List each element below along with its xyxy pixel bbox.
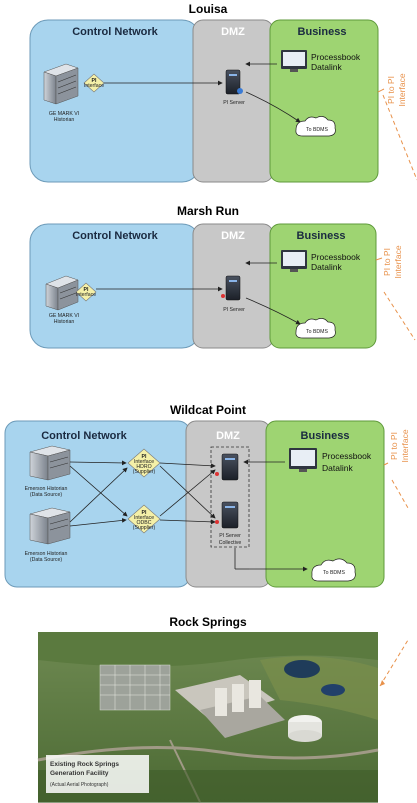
pi-server-label: PI Server <box>223 307 245 313</box>
business-zone <box>269 19 379 183</box>
processbook-label: Processbook <box>311 52 361 62</box>
svg-text:Interface: Interface <box>134 515 154 521</box>
historian-label: Historian <box>54 117 75 123</box>
business-label: Business <box>301 430 350 442</box>
svg-text:PI: PI <box>142 510 147 516</box>
svg-text:(Supplier): (Supplier) <box>133 469 156 475</box>
svg-text:ODBC: ODBC <box>137 520 152 526</box>
pi-interface-odbc-badge: PI Interface ODBC (Supplier) <box>127 504 161 534</box>
svg-text:HDRO: HDRO <box>136 464 151 470</box>
processbook-label: Processbook <box>322 451 372 461</box>
dmz-label: DMZ <box>221 26 245 38</box>
section-title: Rock Springs <box>169 615 247 629</box>
historian-rack-icon <box>45 275 79 311</box>
connector-arrow <box>159 469 216 517</box>
svg-text:(Supplier): (Supplier) <box>133 525 156 531</box>
section-wildcat-point: Wildcat Point Control Network DMZ Busine… <box>4 403 385 588</box>
datalink-label: Datalink <box>311 262 342 272</box>
monitor-icon <box>289 448 317 472</box>
pi-interface-hdro-badge: PI Interface HDRO (Supplier) <box>127 448 161 478</box>
photo-caption: (Actual Aerial Photograph) <box>50 782 109 788</box>
connector-arrow <box>69 465 128 517</box>
connector-arrow <box>69 467 128 523</box>
svg-text:PI: PI <box>84 287 89 293</box>
photo-caption: Generation Facility <box>50 770 109 777</box>
business-label: Business <box>297 230 346 242</box>
svg-text:PI to PI: PI to PI <box>389 432 399 460</box>
cloud-label: To BDMS <box>306 127 328 133</box>
pi-server-collective-box <box>210 446 250 548</box>
section-louisa: Louisa Control Network DMZ Business PI I… <box>29 2 379 183</box>
photo-caption-box <box>46 755 149 793</box>
svg-text:PI to PI: PI to PI <box>382 248 392 276</box>
section-title: Louisa <box>189 2 228 16</box>
svg-text:Interface: Interface <box>84 83 104 89</box>
svg-text:Interface: Interface <box>393 245 403 278</box>
datalink-label: Datalink <box>322 463 353 473</box>
dmz-label: DMZ <box>221 230 245 242</box>
dmz-label: DMZ <box>216 430 240 442</box>
cloud-icon <box>311 558 356 582</box>
pi-interface-badge: PI Interface <box>75 282 97 302</box>
svg-text:Interface: Interface <box>76 292 96 298</box>
svg-text:Interface: Interface <box>400 429 410 462</box>
connector-arrow <box>159 465 216 519</box>
historian-rack-icon <box>29 507 71 545</box>
section-title: Wildcat Point <box>170 403 246 417</box>
pi-to-pi-link-2: PI to PI Interface <box>375 245 416 341</box>
pi-to-pi-link-1: PI to PI Interface <box>377 73 417 181</box>
section-marsh-run: Marsh Run Control Network DMZ Business P… <box>29 204 377 349</box>
pi-to-pi-link-4 <box>379 639 409 687</box>
cloud-label: To BDMS <box>306 329 328 335</box>
business-label: Business <box>298 26 347 38</box>
connector-arrow <box>245 91 301 123</box>
historian-label: (Data Source) <box>30 557 63 563</box>
historian-label: Emerson Historian <box>25 551 68 557</box>
historian-label: (Data Source) <box>30 492 63 498</box>
pi-server-icon <box>225 69 243 95</box>
connector-arrow <box>159 519 216 525</box>
monitor-icon <box>281 50 307 72</box>
cloud-icon <box>295 318 336 339</box>
svg-text:Interface: Interface <box>134 459 154 465</box>
historian-rack-icon <box>29 445 71 481</box>
processbook-label: Processbook <box>311 252 361 262</box>
cloud-label: To BDMS <box>323 570 345 576</box>
aerial-photograph <box>37 632 379 803</box>
historian-label: GE MARK VI <box>49 111 79 117</box>
historian-label: GE MARK VI <box>49 313 79 319</box>
pi-server-label: Collective <box>219 540 242 546</box>
pi-to-pi-link-3: PI to PI Interface <box>383 429 410 509</box>
control-network-label: Control Network <box>72 26 158 38</box>
pi-server-icon <box>221 275 241 301</box>
connector-arrow <box>69 460 127 466</box>
control-network-label: Control Network <box>41 430 127 442</box>
connector-arrow <box>159 462 216 469</box>
datalink-label: Datalink <box>311 62 342 72</box>
cloud-icon <box>295 116 336 137</box>
section-title: Marsh Run <box>177 204 239 218</box>
control-network-label: Control Network <box>72 230 158 242</box>
historian-rack-icon <box>43 63 79 105</box>
section-rock-springs: Rock Springs <box>37 615 379 803</box>
connector-arrow <box>245 297 301 325</box>
svg-text:Interface: Interface <box>397 73 407 106</box>
connector-arrow <box>69 518 127 527</box>
svg-text:PI: PI <box>142 454 147 460</box>
pi-server-label: PI Server <box>223 100 245 106</box>
pi-server-icon <box>215 453 239 481</box>
historian-label: Historian <box>54 319 75 325</box>
svg-text:PI: PI <box>92 78 97 84</box>
monitor-icon <box>281 250 307 272</box>
photo-caption: Existing Rock Springs <box>50 761 119 768</box>
pi-server-label: PI Server <box>219 533 241 539</box>
historian-label: Emerson Historian <box>25 486 68 492</box>
svg-text:PI to PI: PI to PI <box>386 76 396 104</box>
pi-server-icon <box>215 501 239 529</box>
